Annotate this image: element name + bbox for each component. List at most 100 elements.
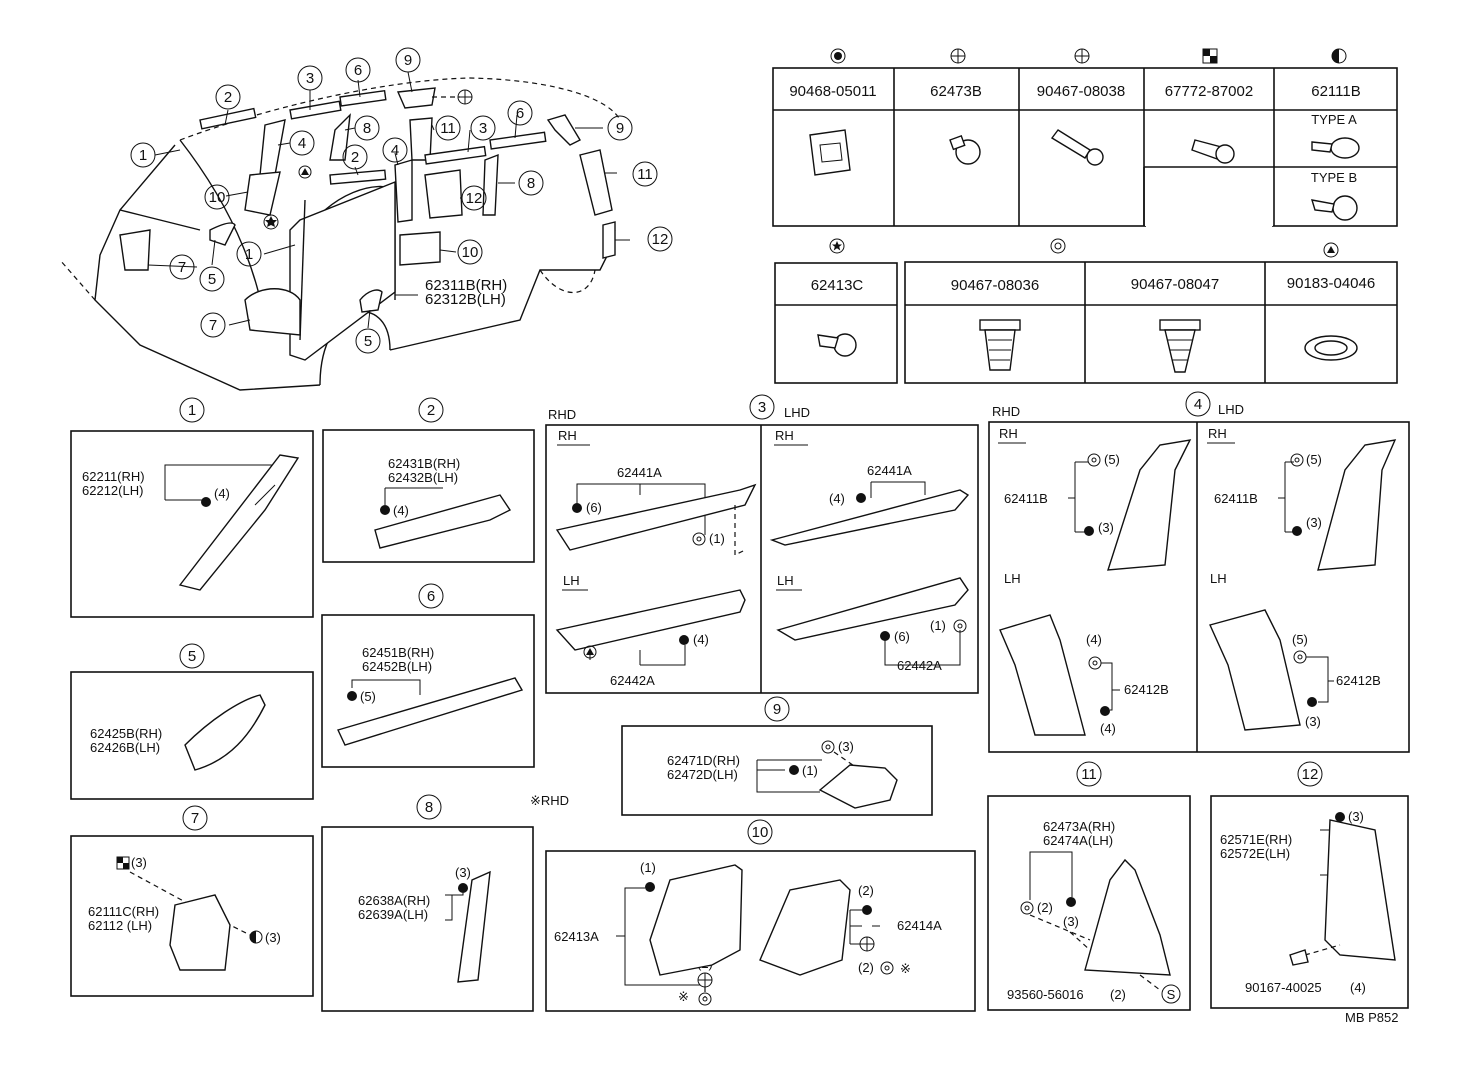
- svg-text:1: 1: [139, 147, 147, 164]
- svg-text:TYPE A: TYPE A: [1311, 112, 1357, 127]
- svg-text:62572E(LH): 62572E(LH): [1220, 846, 1290, 861]
- svg-text:RHD: RHD: [548, 407, 576, 422]
- svg-text:62312B(LH): 62312B(LH): [425, 291, 506, 308]
- ring-dot-icon: [1050, 238, 1066, 254]
- clip-62111B-type-b: [1311, 195, 1358, 221]
- svg-text:(3): (3): [455, 865, 471, 880]
- filled-circle-icon: [830, 48, 846, 64]
- svg-text:6: 6: [427, 588, 435, 605]
- svg-text:90467-08038: 90467-08038: [1037, 83, 1125, 100]
- svg-text:LH: LH: [1004, 571, 1021, 586]
- svg-text:(4): (4): [693, 632, 709, 647]
- svg-text:(3): (3): [1305, 714, 1321, 729]
- svg-text:10: 10: [752, 824, 769, 841]
- svg-text:62414A: 62414A: [897, 918, 942, 933]
- svg-text:(2): (2): [858, 960, 874, 975]
- svg-text:62639A(LH): 62639A(LH): [358, 907, 428, 922]
- svg-text:62111B: 62111B: [1311, 83, 1361, 100]
- svg-text:(3): (3): [131, 855, 147, 870]
- svg-text:62212(LH): 62212(LH): [82, 483, 143, 498]
- panel-5: 5 62425B(RH) 62426B(LH): [70, 643, 314, 800]
- svg-text:(5): (5): [1104, 452, 1120, 467]
- svg-text:62473A(RH): 62473A(RH): [1043, 819, 1115, 834]
- fastener-table-bottom: 62413C 90467-08036 90467-08047 90183-040…: [774, 238, 1398, 384]
- svg-text:62471D(RH): 62471D(RH): [667, 753, 740, 768]
- svg-text:62571E(RH): 62571E(RH): [1220, 832, 1292, 847]
- panel-9: 9 62471D(RH) 62472D(LH) (3) (1): [621, 696, 933, 816]
- svg-text:LHD: LHD: [784, 405, 810, 420]
- fastener-table-top: 90468-05011 62473B 90467-08038 67772-870…: [772, 48, 1398, 228]
- svg-text:62432B(LH): 62432B(LH): [388, 470, 458, 485]
- svg-text:(4): (4): [829, 491, 845, 506]
- svg-text:RHD: RHD: [992, 404, 1020, 419]
- svg-text:10: 10: [209, 189, 226, 206]
- svg-text:67772-87002: 67772-87002: [1165, 83, 1253, 100]
- clip-62111B-type-a: [1311, 137, 1360, 159]
- clip-62413C: [817, 333, 857, 357]
- svg-text:62638A(RH): 62638A(RH): [358, 893, 430, 908]
- svg-text:90183-04046: 90183-04046: [1287, 275, 1375, 292]
- svg-text:(4): (4): [393, 503, 409, 518]
- svg-text:62311B(RH): 62311B(RH): [425, 277, 507, 294]
- panel-7: 7 (3) 62111C(RH) 62112 (LH) (3): [70, 805, 314, 997]
- svg-text:LH: LH: [1210, 571, 1227, 586]
- svg-text:90467-08036: 90467-08036: [951, 277, 1039, 294]
- svg-text:S: S: [1167, 987, 1176, 1002]
- svg-text:(4): (4): [1350, 980, 1366, 995]
- svg-text:93560-56016: 93560-56016: [1007, 987, 1084, 1002]
- svg-text:62474A(LH): 62474A(LH): [1043, 833, 1113, 848]
- svg-text:62473B: 62473B: [930, 83, 982, 100]
- triangle-circle-icon: [1323, 242, 1339, 258]
- svg-text:9: 9: [773, 701, 781, 718]
- svg-text:(1): (1): [802, 763, 818, 778]
- svg-text:62426B(LH): 62426B(LH): [90, 740, 160, 755]
- panel-11: 11 62473A(RH) 62474A(LH) (2) (3) 93560-5…: [987, 761, 1191, 1011]
- panel-3: 3 RHD LHD RH RH LH LH 62441A (6) (1) (4)…: [545, 394, 979, 694]
- svg-text:90167-40025: 90167-40025: [1245, 980, 1322, 995]
- svg-text:(3): (3): [265, 930, 281, 945]
- svg-text:(3): (3): [1348, 809, 1364, 824]
- svg-text:62441A: 62441A: [867, 463, 912, 478]
- svg-text:7: 7: [191, 810, 199, 827]
- svg-text:62451B(RH): 62451B(RH): [362, 645, 434, 660]
- svg-text:7: 7: [209, 317, 217, 334]
- svg-text:62441A: 62441A: [617, 465, 662, 480]
- svg-text:2: 2: [351, 149, 359, 166]
- overview-callouts: 1 2 3 6 9 4 8 10 5 7 7 1 2 4 11 3 6 12 8…: [130, 47, 673, 354]
- svg-text:10: 10: [462, 244, 479, 261]
- svg-text:7: 7: [178, 259, 186, 276]
- svg-text:62413A: 62413A: [554, 929, 599, 944]
- svg-text:(5): (5): [1292, 632, 1308, 647]
- grommet-90183-04046: [1304, 335, 1358, 361]
- svg-text:※: ※: [900, 961, 911, 976]
- panel-12: 12 (3) 62571E(RH) 62572E(LH) 90167-40025…: [1210, 761, 1409, 1009]
- svg-text:12: 12: [652, 231, 669, 248]
- svg-text:62472D(LH): 62472D(LH): [667, 767, 738, 782]
- svg-text:(3): (3): [1306, 515, 1322, 530]
- svg-text:3: 3: [479, 120, 487, 137]
- svg-text:(4): (4): [214, 486, 230, 501]
- vehicle-overview: [59, 71, 630, 391]
- svg-text:62412B: 62412B: [1124, 682, 1169, 697]
- svg-text:RH: RH: [558, 428, 577, 443]
- svg-text:RH: RH: [775, 428, 794, 443]
- svg-text:4: 4: [391, 142, 399, 159]
- svg-text:62411B: 62411B: [1004, 491, 1048, 506]
- svg-text:90467-08047: 90467-08047: [1131, 276, 1219, 293]
- svg-text:(3): (3): [1063, 914, 1079, 929]
- panel-8: 8 (3) 62638A(RH) 62639A(LH): [321, 794, 534, 1012]
- svg-text:TYPE B: TYPE B: [1311, 170, 1357, 185]
- svg-text:5: 5: [188, 648, 196, 665]
- clip-90467-08047: [1159, 319, 1201, 373]
- svg-text:62211(RH): 62211(RH): [82, 469, 145, 484]
- svg-text:8: 8: [363, 120, 371, 137]
- svg-text:6: 6: [354, 62, 362, 79]
- svg-text:5: 5: [364, 333, 372, 350]
- panel-1: 1 62211(RH) 62212(LH) (4): [70, 397, 314, 618]
- svg-text:11: 11: [1081, 766, 1097, 783]
- svg-text:4: 4: [298, 135, 306, 152]
- svg-text:12: 12: [466, 190, 483, 207]
- svg-text:(3): (3): [1098, 520, 1114, 535]
- svg-text:RH: RH: [999, 426, 1018, 441]
- svg-text:(2): (2): [1037, 900, 1053, 915]
